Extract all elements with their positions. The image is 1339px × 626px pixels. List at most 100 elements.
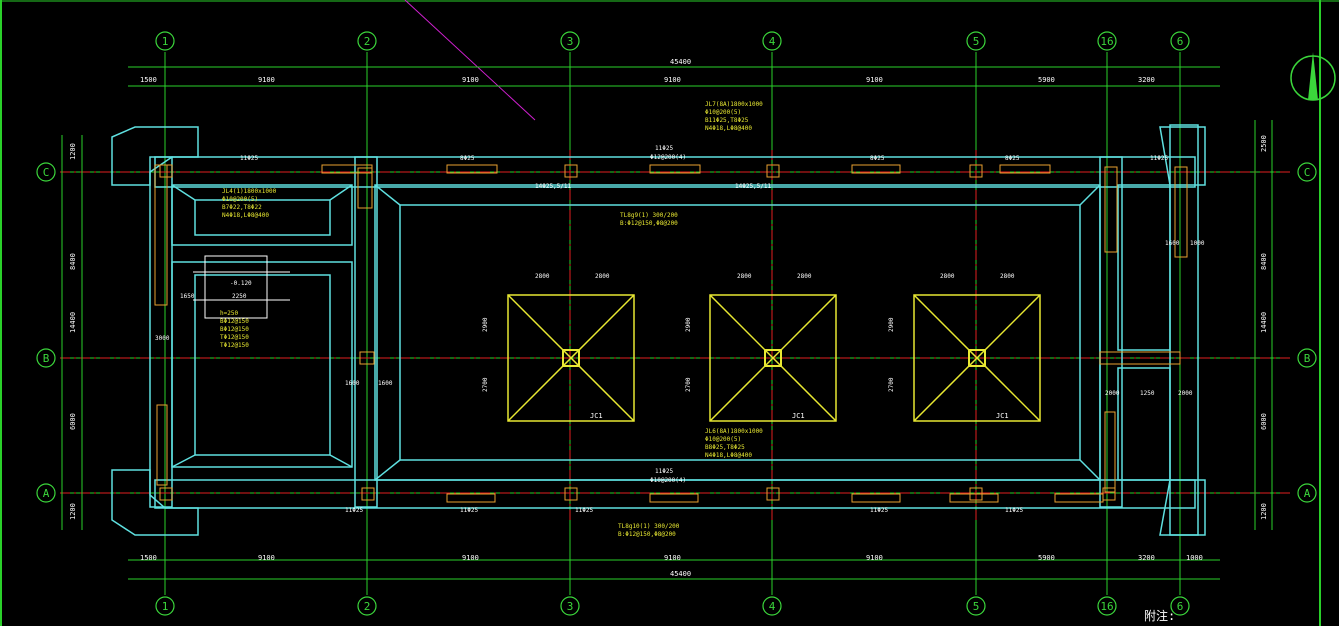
footing-label: JC1 bbox=[792, 412, 805, 420]
dim-top-segment: 3200 bbox=[1138, 76, 1155, 84]
annotation-stair: h=250 bbox=[220, 310, 238, 317]
grid-bubble-col-5-top bbox=[966, 31, 986, 51]
footing-dim: 2700 bbox=[888, 377, 895, 392]
dim-bottom-segment: 9100 bbox=[462, 554, 479, 562]
beam-label-bottom: 11Φ25 bbox=[460, 507, 478, 514]
elevation-label: -0.120 bbox=[230, 280, 252, 287]
grid-bubble-col-6-top bbox=[1170, 31, 1190, 51]
footing-label: JC1 bbox=[590, 412, 603, 420]
grid-bubble-col-5-bottom bbox=[966, 596, 986, 616]
grid-bubble-col-3-bottom bbox=[560, 596, 580, 616]
grid-bubble-row-B-left bbox=[36, 348, 56, 368]
dim-right-vertical: 8400 bbox=[1260, 253, 1268, 270]
grid-bubble-col-16-top bbox=[1097, 31, 1117, 51]
grid-bubble-label: 1 bbox=[162, 35, 169, 48]
grid-bubble-label: 4 bbox=[769, 35, 776, 48]
annotation-jl6: B8Φ25,T8Φ25 bbox=[705, 444, 745, 451]
grid-bubble-row-A-left bbox=[36, 483, 56, 503]
beam-label-top: 11Φ25 bbox=[1150, 155, 1168, 162]
beam-label-bottom: 11Φ25 bbox=[575, 507, 593, 514]
grid-bubble-col-4-bottom bbox=[762, 596, 782, 616]
footing-dim: 2900 bbox=[482, 317, 489, 332]
footing-dim: 2800 bbox=[737, 273, 752, 280]
misc-dim: 1000 bbox=[1190, 240, 1205, 247]
grid-bubble-label: A bbox=[43, 487, 50, 500]
beam-label-bottom-mid: 11Φ25 bbox=[655, 468, 673, 475]
dim-bottom-segment: 3200 bbox=[1138, 554, 1155, 562]
annotation-tl2: TL8g10(1) 300/200 bbox=[618, 523, 680, 530]
north-arrow-icon bbox=[1290, 52, 1336, 101]
dim-right-vertical: 2500 bbox=[1260, 135, 1268, 152]
grid-bubble-row-A-right bbox=[1297, 483, 1317, 503]
grid-bubble-label: 5 bbox=[973, 35, 980, 48]
grid-bubble-label: 6 bbox=[1177, 35, 1184, 48]
grid-bubble-label: C bbox=[43, 166, 50, 179]
beam-label-top-mid: 11Φ25 bbox=[655, 145, 673, 152]
beam-label-bottom: 11Φ25 bbox=[1005, 507, 1023, 514]
grid-bubble-label: 16 bbox=[1100, 600, 1113, 613]
stair-box bbox=[204, 255, 268, 319]
grid-bubble-col-1-bottom bbox=[155, 596, 175, 616]
misc-dim: 1250 bbox=[1140, 390, 1155, 397]
grid-bubble-label: 3 bbox=[567, 600, 574, 613]
grid-bubble-label: C bbox=[1304, 166, 1311, 179]
grid-bubble-col-6-bottom bbox=[1170, 596, 1190, 616]
misc-dim: 3000 bbox=[155, 335, 170, 342]
dim-left-vertical: 8400 bbox=[69, 253, 77, 270]
footing-dim: 2800 bbox=[595, 273, 610, 280]
dim-left-vertical: 6000 bbox=[69, 413, 77, 430]
beam-label-top: 8Φ25 bbox=[870, 155, 885, 162]
grid-bubble-col-4-top bbox=[762, 31, 782, 51]
dim-bottom-total: 45400 bbox=[670, 570, 691, 578]
dim-top-segment: 9100 bbox=[664, 76, 681, 84]
dimension-lines bbox=[61, 66, 1273, 580]
dim-left-vertical: 1200 bbox=[69, 503, 77, 520]
beam-label-top: 11Φ25 bbox=[240, 155, 258, 162]
dim-top-segment: 9100 bbox=[866, 76, 883, 84]
misc-dim: 1600 bbox=[345, 380, 360, 387]
dim-bottom-segment: 1500 bbox=[140, 554, 157, 562]
annotation-jl4: N4Φ18,LΦ8@400 bbox=[222, 212, 269, 219]
grid-bubble-row-B-right bbox=[1297, 348, 1317, 368]
misc-dim: 1600 bbox=[378, 380, 393, 387]
magenta-guide bbox=[404, 0, 536, 121]
grid-bubble-label: 2 bbox=[364, 35, 371, 48]
hatched-members bbox=[154, 164, 1188, 503]
dim-left-vertical: 1200 bbox=[69, 143, 77, 160]
dim-bottom-segment: 5900 bbox=[1038, 554, 1055, 562]
annotation-jl6: JL6(8A)1800x1000 bbox=[705, 428, 763, 435]
beam-label-bottom-mid: Φ10@200(4) bbox=[650, 477, 686, 484]
annotation-jl6: Φ10@200(5) bbox=[705, 436, 741, 443]
footing-dim: 2800 bbox=[940, 273, 955, 280]
dim-top-segment: 1500 bbox=[140, 76, 157, 84]
annotation-jl4: JL4(1)1800x1000 bbox=[222, 188, 277, 195]
beam-label-top-mid: Φ12@200(4) bbox=[650, 154, 686, 161]
dim-bottom-segment: 1000 bbox=[1186, 554, 1203, 562]
dim-right-vertical: 1200 bbox=[1260, 503, 1268, 520]
grid-bubble-label: B bbox=[43, 352, 50, 365]
dim-bottom-segment: 9100 bbox=[866, 554, 883, 562]
footings bbox=[507, 294, 1041, 422]
grid-bubble-label: 6 bbox=[1177, 600, 1184, 613]
dim-top-segment: 5900 bbox=[1038, 76, 1055, 84]
dim-bottom-segment: 9100 bbox=[664, 554, 681, 562]
beam-label-top: 8Φ25 bbox=[460, 155, 475, 162]
grid-bubble-label: B bbox=[1304, 352, 1311, 365]
beam-label-bottom: 11Φ25 bbox=[345, 507, 363, 514]
grid-bubble-col-1-top bbox=[155, 31, 175, 51]
footing-jc1-a bbox=[507, 294, 635, 422]
footing-dim: 2800 bbox=[797, 273, 812, 280]
grid-bubble-label: A bbox=[1304, 487, 1311, 500]
notes-label: 附注: bbox=[1144, 608, 1175, 623]
footing-dim: 2900 bbox=[888, 317, 895, 332]
footing-dim: 2900 bbox=[685, 317, 692, 332]
annotation-jl4: B7Φ22,T8Φ22 bbox=[222, 204, 262, 211]
misc-dim: 2000 bbox=[1178, 390, 1193, 397]
annotation-jl4: Φ10@200(5) bbox=[222, 196, 258, 203]
grid-bubble-label: 1 bbox=[162, 600, 169, 613]
misc-dim: 2000 bbox=[1105, 390, 1120, 397]
footing-dim: 2700 bbox=[685, 377, 692, 392]
